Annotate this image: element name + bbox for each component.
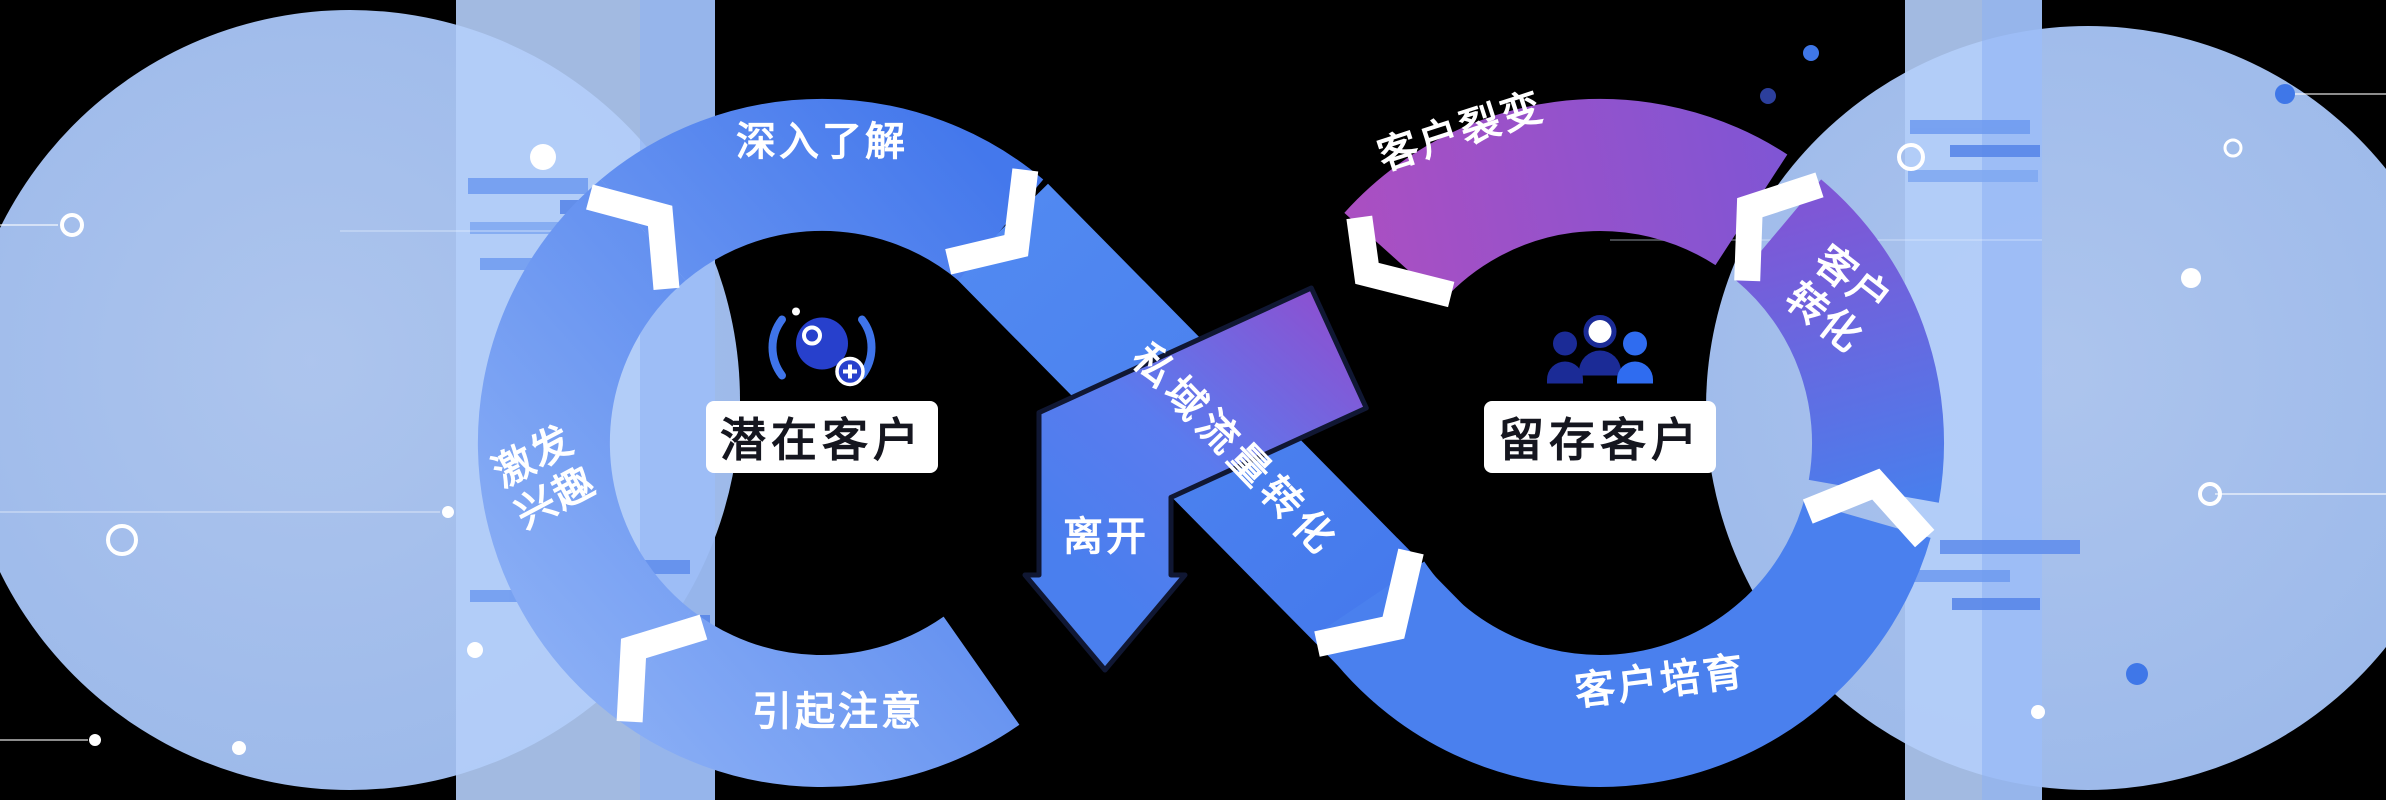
customer-group-icon (1547, 315, 1653, 384)
right-cycle-icon (1525, 310, 1675, 395)
flow-chevrons (586, 168, 1935, 723)
segment-label-attract-attention: 引起注意 (752, 690, 924, 734)
segment-arc-deep-understanding (600, 98, 1044, 282)
segment-arc-customer-conversion (1735, 179, 1944, 503)
right-cycle-title: 留存客户 (1484, 401, 1716, 473)
segment-label-deep-understanding: 深入了解 (736, 120, 908, 164)
chevron-right-upper (1734, 172, 1824, 282)
left-cycle-icon (752, 300, 892, 401)
chevron-right-lower (1802, 468, 1935, 548)
segment-arc-spark-interest (477, 179, 693, 715)
left-cycle-ring (477, 98, 1044, 787)
segment-arc-customer-fission (1344, 98, 1788, 303)
left-cycle-title: 潜在客户 (706, 401, 938, 473)
chevron-forward-start (945, 168, 1039, 275)
segment-arc-attract-attention (610, 609, 1020, 787)
chevron-left-lower (616, 614, 708, 723)
decor-dots (60, 45, 2295, 755)
attract-customer-icon (768, 307, 876, 387)
segment-arc-customer-nurturing (1314, 500, 1931, 787)
right-cycle-ring (1314, 98, 1944, 787)
exit-flow-band (1022, 285, 1369, 673)
chevron-forward-end (1314, 548, 1424, 657)
chevron-exit-start (1346, 215, 1455, 308)
chevron-left-upper (586, 184, 680, 291)
exit-flow-label: 离开 (1063, 515, 1149, 559)
